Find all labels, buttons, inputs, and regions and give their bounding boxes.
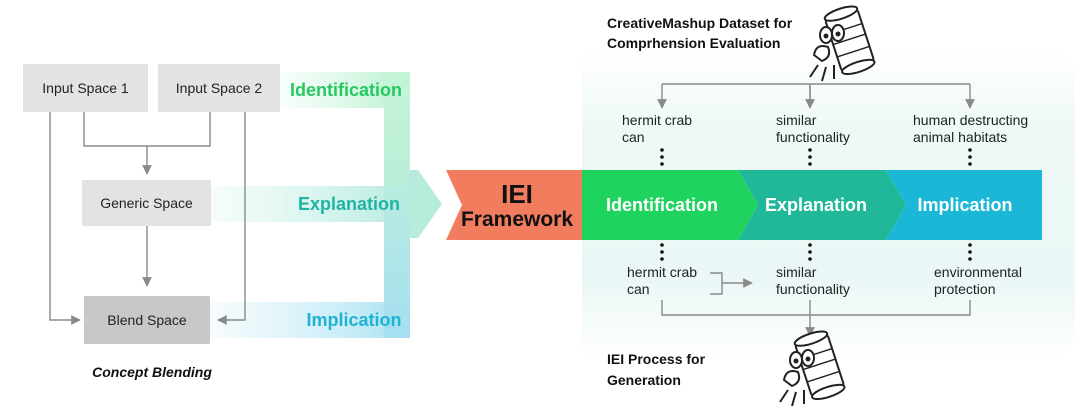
- stage-identification-label: Identification: [606, 195, 718, 215]
- dataset-title-line1: CreativeMashup Dataset for: [607, 15, 793, 31]
- stage-explanation-label: Explanation: [765, 195, 867, 215]
- explanation-band: [190, 186, 410, 222]
- blend-space-label: Blend Space: [107, 312, 187, 328]
- dataset-title-line2: Comprhension Evaluation: [607, 35, 780, 51]
- input-space-1-label: Input Space 1: [42, 80, 129, 96]
- stage-explanation: [738, 170, 906, 240]
- stage-implication-label: Implication: [917, 195, 1012, 215]
- blending-connectors: [49, 112, 246, 325]
- blending-flow-arrows: [190, 72, 442, 338]
- top-item2-line1: similar: [776, 112, 817, 128]
- bottom-item2-line2: functionality: [776, 281, 850, 297]
- bottom-item3-line1: environmental: [934, 264, 1022, 280]
- hermit-crab-can-icon: [809, 5, 876, 82]
- top-item2-line2: functionality: [776, 129, 850, 145]
- hermit-crab-can-icon: [779, 330, 846, 407]
- combine-arrow: [710, 272, 753, 295]
- top-connectors: [657, 83, 975, 109]
- label-implication: Implication: [306, 310, 401, 330]
- label-explanation: Explanation: [298, 194, 400, 214]
- stage-implication: [886, 170, 1042, 240]
- label-identification: Identification: [290, 80, 402, 100]
- input-space-1-box: [23, 64, 148, 112]
- bottom-item1-line1: hermit crab: [627, 264, 697, 280]
- bottom-item1-line2: can: [627, 281, 650, 297]
- concept-blending-caption: Concept Blending: [92, 364, 212, 380]
- band-arrowhead: [410, 170, 442, 238]
- top-item3-line2: animal habitats: [913, 129, 1007, 145]
- bottom-item2-line1: similar: [776, 264, 817, 280]
- top-item3-line1: human destructing: [913, 112, 1028, 128]
- iei-title: IEI: [501, 179, 533, 209]
- process-title-line1: IEI Process for: [607, 351, 706, 367]
- bottom-item3-line2: protection: [934, 281, 995, 297]
- top-item1-line2: can: [622, 129, 645, 145]
- input-space-2-label: Input Space 2: [176, 80, 263, 96]
- blend-space-box: [84, 296, 210, 344]
- bottom-connectors: [661, 300, 971, 337]
- top-item1-line1: hermit crab: [622, 112, 692, 128]
- generic-space-label: Generic Space: [100, 195, 193, 211]
- vertical-band-lower: [384, 186, 410, 338]
- process-title-line2: Generation: [607, 372, 681, 388]
- stage-identification: [582, 170, 758, 240]
- input-space-2-box: [158, 64, 280, 112]
- generic-space-box: [82, 180, 211, 226]
- framework-title: Framework: [461, 208, 573, 231]
- ellipsis-dots: [660, 148, 972, 261]
- iei-framework-arrow: [446, 170, 582, 240]
